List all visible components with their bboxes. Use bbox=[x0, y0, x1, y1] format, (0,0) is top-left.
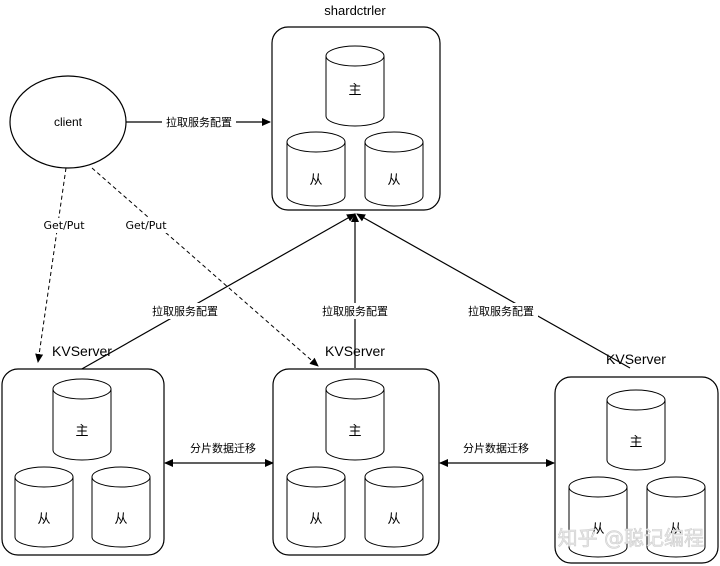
replica-db-icon: 从 bbox=[286, 466, 346, 548]
edge-label-client-to-ctrl: 拉取服务配置 bbox=[166, 115, 232, 129]
replica-label: 从 bbox=[387, 512, 400, 527]
edge-label-get-put-2: Get/Put bbox=[125, 219, 167, 232]
replica-db-icon: 从 bbox=[568, 476, 628, 558]
primary-label: 主 bbox=[75, 424, 88, 439]
replica-db-icon: 从 bbox=[364, 466, 424, 548]
replica-label: 从 bbox=[309, 173, 322, 188]
kvserver-node-3: KVServer 主 从 从 bbox=[554, 351, 719, 564]
replica-label: 从 bbox=[37, 512, 50, 527]
replica-label: 从 bbox=[669, 522, 682, 537]
replica-db-icon: 从 bbox=[364, 131, 424, 207]
edges bbox=[35, 118, 631, 467]
replica-db-icon: 从 bbox=[646, 476, 706, 558]
edge-label-migrate-1-2: 分片数据迁移 bbox=[190, 441, 256, 455]
edge-label-kv2-to-ctrl: 拉取服务配置 bbox=[322, 304, 388, 318]
watermark: 知乎 @聪记编程 bbox=[558, 526, 704, 550]
client-node: client bbox=[9, 75, 127, 169]
primary-label: 主 bbox=[629, 435, 642, 450]
shardctrler-node: shardctrler 主 从 从 bbox=[271, 3, 441, 211]
edge-kv1-to-ctrl bbox=[79, 213, 356, 371]
replica-db-icon: 从 bbox=[14, 466, 74, 548]
replica-label: 从 bbox=[309, 512, 322, 527]
primary-db-icon: 主 bbox=[606, 389, 666, 471]
edge-kv3-to-ctrl bbox=[356, 213, 631, 369]
primary-label: 主 bbox=[348, 424, 361, 439]
shardctrler-title: shardctrler bbox=[324, 3, 386, 18]
edge-label-kv3-to-ctrl: 拉取服务配置 bbox=[468, 304, 534, 318]
edge-label-migrate-2-3: 分片数据迁移 bbox=[463, 441, 529, 455]
edge-label-get-put-1: Get/Put bbox=[43, 219, 85, 232]
primary-db-icon: 主 bbox=[52, 378, 112, 461]
kvserver-label: KVServer bbox=[325, 343, 385, 359]
replica-label: 从 bbox=[387, 173, 400, 188]
replica-label: 从 bbox=[591, 522, 604, 537]
edge-get-put-1 bbox=[35, 167, 67, 363]
edge-get-put-2 bbox=[91, 167, 319, 367]
primary-db-icon: 主 bbox=[325, 45, 385, 127]
edge-label-kv1-to-ctrl: 拉取服务配置 bbox=[152, 304, 218, 318]
replica-db-icon: 从 bbox=[91, 466, 151, 548]
client-label: client bbox=[54, 115, 83, 129]
replica-label: 从 bbox=[114, 512, 127, 527]
kvserver-node-2: KVServer 主 从 从 bbox=[272, 343, 440, 556]
kvserver-label: KVServer bbox=[52, 343, 112, 359]
edge-labels: 拉取服务配置 Get/Put Get/Put 拉取服务配置 拉取服务配置 拉取服… bbox=[40, 114, 538, 456]
kvserver-node-1: KVServer 主 从 从 bbox=[1, 343, 165, 556]
primary-label: 主 bbox=[348, 83, 361, 98]
replica-db-icon: 从 bbox=[286, 131, 346, 207]
kvserver-label: KVServer bbox=[606, 351, 666, 367]
primary-db-icon: 主 bbox=[325, 378, 385, 461]
